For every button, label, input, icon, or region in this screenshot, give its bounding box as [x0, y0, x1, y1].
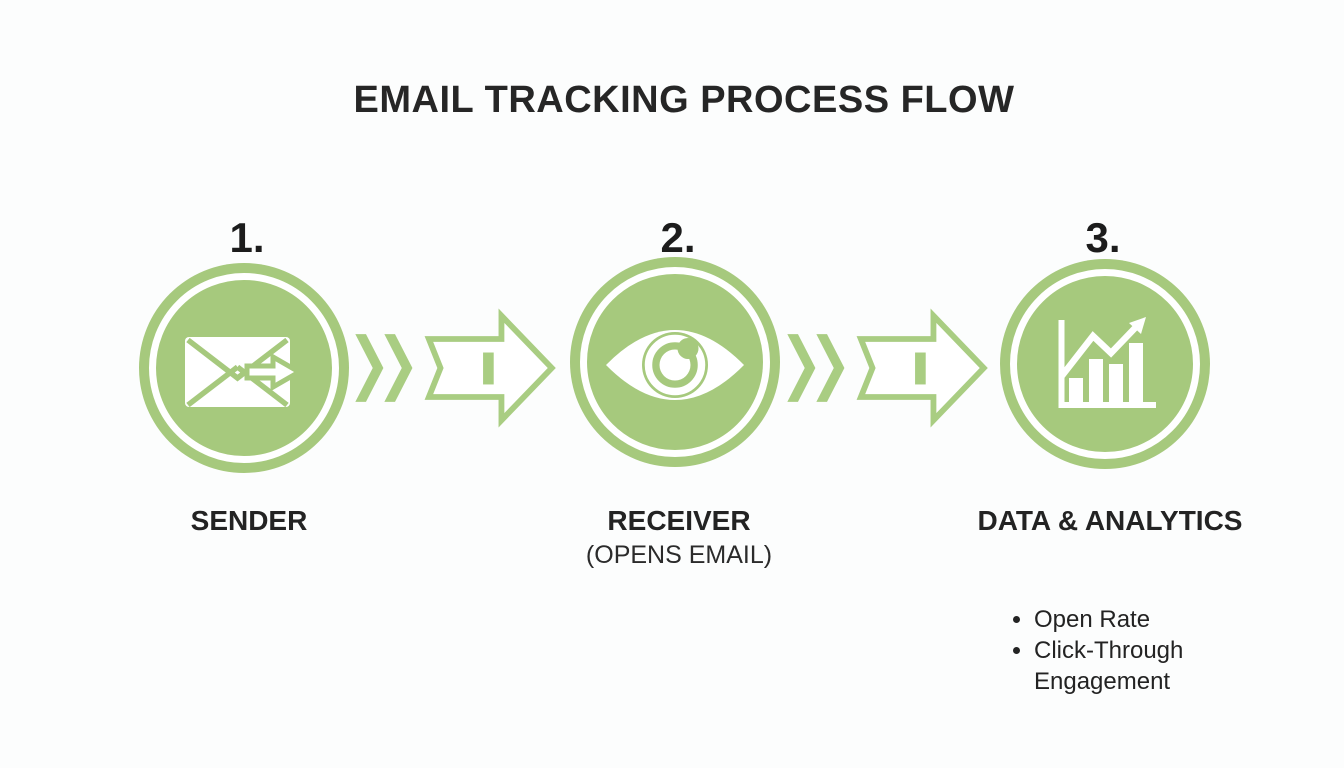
step-2-circle	[570, 257, 780, 467]
flow-arrow-2	[787, 308, 988, 428]
step-1-label: SENDER	[190, 505, 308, 536]
step-2-icon-wrap	[570, 257, 780, 467]
step-2-sublabel: (OPENS EMAIL)	[585, 541, 773, 569]
eye-icon	[606, 330, 744, 400]
step-2-label: RECEIVER	[607, 505, 751, 536]
step-3-label: DATA & ANALYTICS	[977, 505, 1243, 536]
circle-inner-ring	[1010, 269, 1200, 459]
metric-open-rate: Open Rate	[1034, 604, 1212, 635]
step-2-number: 2.	[660, 214, 696, 261]
step-3-circle	[1000, 259, 1210, 469]
step-3-number: 3.	[1085, 214, 1121, 261]
step-1-icon-wrap	[139, 263, 349, 473]
step-1-circle	[139, 263, 349, 473]
step-3-icon-wrap	[1000, 259, 1210, 469]
step-1-number: 1.	[229, 214, 265, 261]
metric-click-through-engagement: Click-Through Engagement	[1034, 635, 1212, 697]
circle-inner-ring	[580, 267, 770, 457]
flow-arrow-1	[355, 308, 556, 428]
circle-inner-ring	[149, 273, 339, 463]
email-send-icon	[185, 337, 303, 408]
bar-chart-icon	[1057, 316, 1156, 408]
analytics-metrics-list: Open Rate Click-Through Engagement	[1012, 604, 1212, 697]
page-title: EMAIL TRACKING PROCESS FLOW	[353, 79, 1015, 121]
